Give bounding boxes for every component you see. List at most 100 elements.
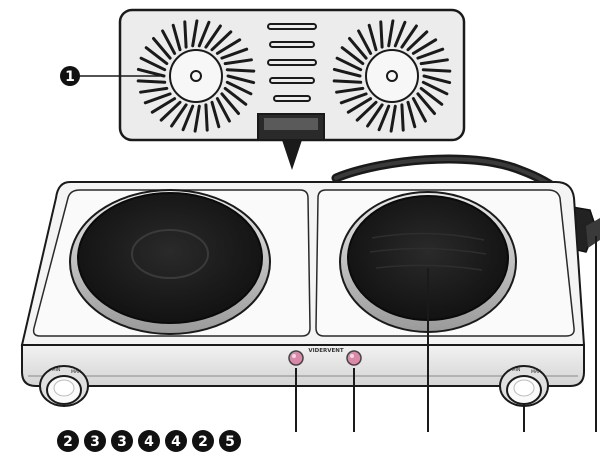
coil-ray: [332, 67, 362, 78]
coil-ray: [340, 46, 365, 66]
coil-ray: [204, 103, 209, 132]
coil-ray: [193, 104, 201, 133]
left-cooking-plate: [77, 192, 263, 324]
left-knob-label-min: MIN: [52, 367, 61, 373]
right-indicator-light: [346, 350, 362, 366]
callout-number: 2: [198, 434, 208, 450]
right-coil-center: [386, 70, 398, 82]
callout-badge: [57, 430, 79, 452]
coil-ray: [136, 79, 167, 84]
callout-badge: [84, 430, 106, 452]
coil-ray: [191, 19, 199, 48]
coil-ray: [335, 56, 363, 72]
bottom-callouts: 2 3 3 4 4 2 5: [57, 430, 241, 452]
coil-ray: [367, 23, 378, 52]
coil-ray: [215, 38, 242, 55]
coil-ray: [416, 92, 436, 115]
coil-ray: [210, 100, 221, 129]
coil-ray: [225, 80, 253, 96]
coil-ray: [197, 20, 211, 48]
callout-badge: [192, 430, 214, 452]
coil-ray: [332, 79, 363, 84]
coil-ray: [366, 103, 384, 128]
callout-number: 4: [171, 434, 181, 450]
left-knob-label-max: MAX: [71, 369, 81, 375]
callout-badge: [111, 430, 133, 452]
coil-ray: [406, 100, 417, 129]
vent-slots: [267, 23, 317, 102]
callout-number: 3: [90, 434, 100, 450]
left-indicator-light: [288, 350, 304, 366]
right-knob-label-min: MIN: [512, 367, 521, 373]
callout-number: 2: [63, 434, 73, 450]
callout-1: 1: [60, 66, 160, 86]
coil-ray: [379, 20, 384, 49]
coil-ray: [183, 20, 188, 49]
coil-ray: [170, 103, 188, 128]
callout-number: 3: [117, 434, 127, 450]
coil-ray: [419, 58, 449, 66]
coil-ray: [419, 86, 444, 106]
right-knob-label-max: MAX: [531, 369, 541, 375]
coil-ray: [220, 47, 249, 60]
coil-ray: [181, 104, 195, 132]
left-coil-center: [190, 70, 202, 82]
coil-ray: [400, 103, 405, 132]
coil-ray: [139, 86, 169, 94]
coil-ray: [161, 29, 177, 55]
coil-ray: [389, 104, 397, 133]
coil-ray: [421, 68, 452, 73]
coil-ray: [144, 46, 169, 66]
coil-ray: [400, 24, 418, 49]
coil-ray: [143, 92, 172, 105]
coil-ray: [346, 97, 373, 114]
coil-ray: [223, 86, 248, 106]
coil-ray: [348, 37, 368, 60]
leader-lines: [295, 236, 597, 432]
coil-ray: [139, 56, 167, 72]
coil-ray: [220, 92, 240, 115]
left-temperature-knob: MIN MAX: [39, 365, 89, 407]
left-burner: [69, 189, 271, 335]
callout-badge: [219, 430, 241, 452]
coil-ray: [416, 47, 445, 60]
callout-number: 4: [144, 434, 154, 450]
coil-ray: [150, 97, 177, 114]
coil-ray: [136, 67, 166, 78]
coil-ray: [355, 100, 378, 122]
coil-ray: [422, 74, 452, 85]
coil-ray: [204, 24, 222, 49]
callout-number: 5: [225, 434, 235, 450]
coil-ray: [357, 29, 373, 55]
coil-ray: [406, 30, 429, 52]
callout-badge: [138, 430, 160, 452]
coil-ray: [411, 97, 427, 123]
coil-ray: [152, 37, 172, 60]
right-burner: [339, 191, 517, 333]
coil-ray: [387, 19, 395, 48]
coil-ray: [335, 86, 365, 94]
coil-ray: [339, 92, 368, 105]
left-coil-rays: [136, 19, 256, 133]
coil-ray: [421, 80, 449, 96]
coil-ray: [393, 20, 407, 48]
right-coil-rays: [332, 19, 452, 133]
coil-ray: [159, 100, 182, 122]
coil-ray: [225, 68, 256, 73]
coil-ray: [377, 104, 391, 132]
hot-plate-body: VIDERVENT MIN MAX MIN MAX: [20, 181, 586, 407]
coil-ray: [215, 97, 231, 123]
callout-1-label: 1: [65, 69, 75, 85]
right-temperature-knob: MIN MAX: [499, 365, 549, 407]
coil-ray: [171, 23, 182, 52]
coil-ray: [411, 38, 438, 55]
coil-ray: [226, 74, 256, 85]
brand-label: VIDERVENT: [308, 348, 343, 354]
coil-ray: [223, 58, 253, 66]
underside-inset: [118, 8, 466, 142]
callout-badge: [165, 430, 187, 452]
pointer-arrow: [282, 140, 302, 170]
front-panel: [21, 344, 585, 387]
